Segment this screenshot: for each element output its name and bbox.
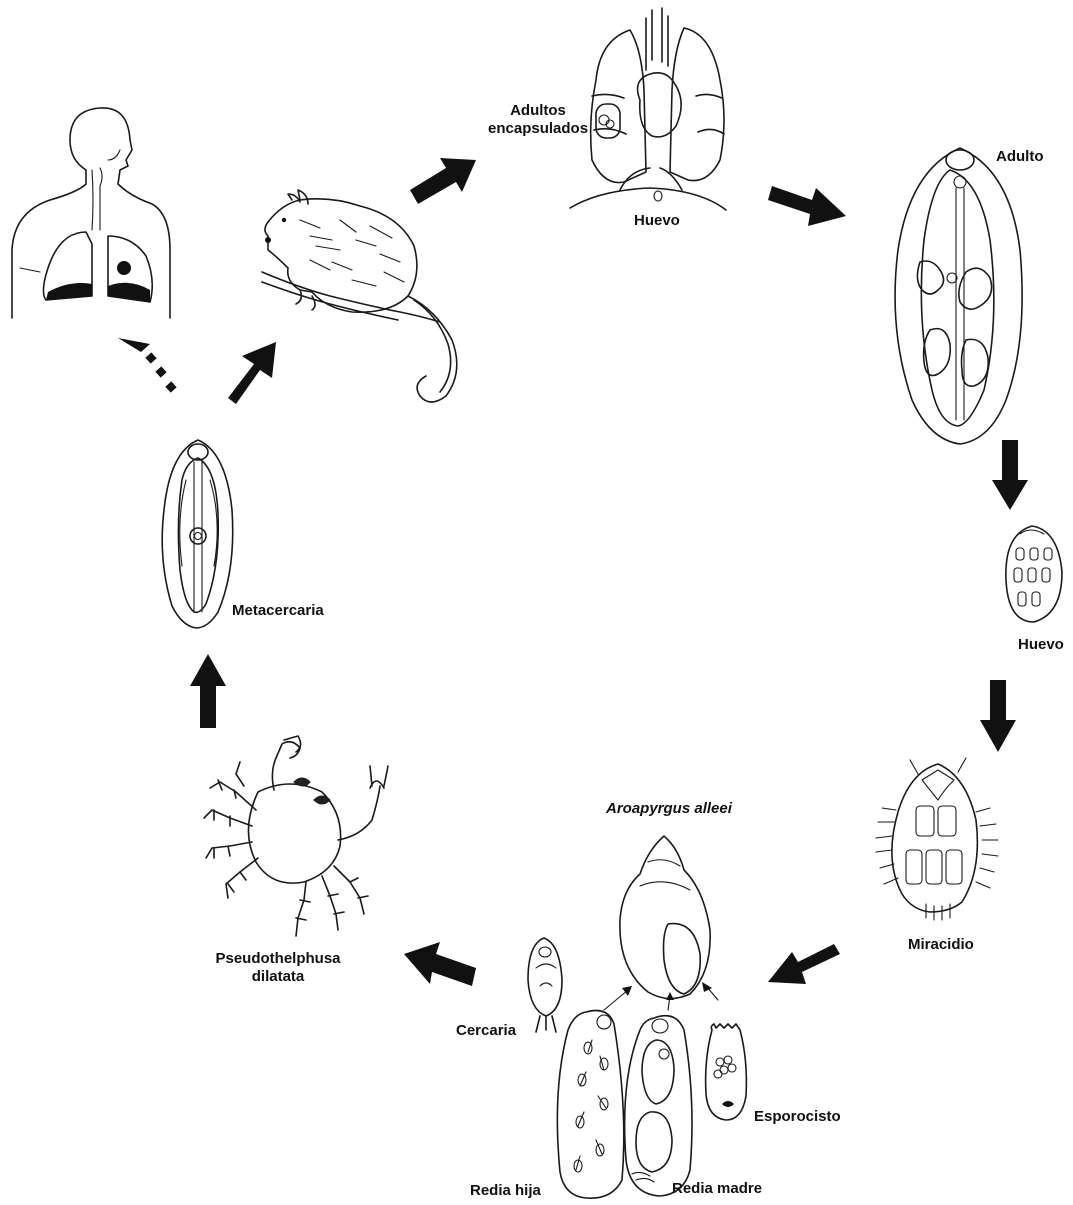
label-redia-madre: Redia madre <box>672 1180 762 1198</box>
arrow-cercaria-to-crab <box>404 942 476 986</box>
metacercaria-illustration <box>162 440 233 628</box>
label-cercaria: Cercaria <box>456 1022 516 1040</box>
lungs-heart-illustration <box>570 8 726 210</box>
arrow-metacercaria-to-opossum <box>228 342 276 404</box>
cercaria-illustration <box>528 938 562 1032</box>
label-adulto: Adulto <box>996 148 1043 166</box>
label-adultos-encapsulados: Adultos encapsulados <box>488 102 588 138</box>
label-crab-species: Pseudothelphusa dilatata <box>198 950 358 986</box>
label-crab-line1: Pseudothelphusa <box>198 950 358 968</box>
label-huevo: Huevo <box>1018 636 1064 654</box>
arrow-crab-to-metacercaria <box>190 654 226 728</box>
small-arrows-into-snail <box>604 982 718 1010</box>
arrow-opossum-to-lungs <box>410 158 476 204</box>
arrow-adult-to-egg <box>992 440 1028 510</box>
snail-illustration <box>620 836 710 999</box>
label-miracidio: Miracidio <box>908 936 974 954</box>
label-redia-hija: Redia hija <box>470 1182 541 1200</box>
arrow-egg-to-miracidium <box>980 680 1016 752</box>
label-huevo-lungs: Huevo <box>634 212 680 230</box>
label-adultos-line2: encapsulados <box>488 120 588 138</box>
sporocyst-illustration <box>706 1024 747 1120</box>
opossum-illustration <box>262 190 457 402</box>
arrow-miracidium-to-snail <box>768 944 840 984</box>
egg-illustration <box>1006 526 1062 622</box>
mother-redia-illustration <box>625 1016 692 1196</box>
label-adultos-line1: Adultos <box>488 102 588 120</box>
dashed-arrow-to-human <box>118 338 177 393</box>
label-esporocisto: Esporocisto <box>754 1108 841 1126</box>
label-snail-species: Aroapyrgus alleei <box>606 800 732 818</box>
crab-illustration <box>204 736 388 936</box>
adult-fluke-illustration <box>895 148 1022 444</box>
human-torso-illustration <box>12 108 170 318</box>
arrow-lungs-to-adult <box>768 186 846 226</box>
label-crab-line2: dilatata <box>198 968 358 986</box>
label-metacercaria: Metacercaria <box>232 602 324 620</box>
miracidium-illustration <box>876 758 998 920</box>
daughter-redia-illustration <box>557 1011 623 1199</box>
